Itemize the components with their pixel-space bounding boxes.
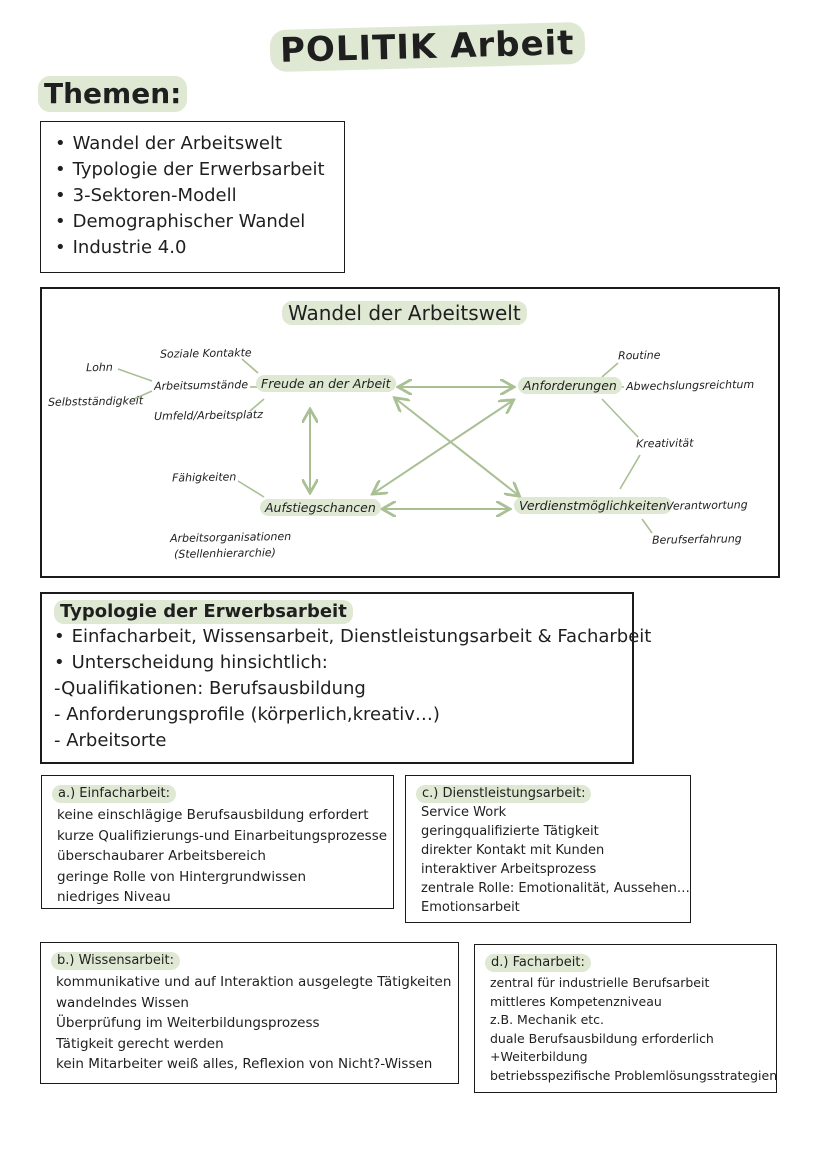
label-umfeld: Umfeld/Arbeitsplatz — [153, 408, 264, 423]
typology-line: - Anforderungsprofile (körperlich,kreati… — [54, 704, 440, 725]
card-item: Überprüfung im Weiterbildungsprozess — [56, 1015, 320, 1031]
label-verantwortung: Verantwortung — [665, 498, 748, 513]
typology-line: Unterscheidung hinsichtlich: — [54, 650, 632, 676]
topics-box: Wandel der Arbeitswelt Typologie der Erw… — [40, 121, 345, 273]
themen-heading: Themen: — [38, 76, 188, 112]
typology-line: - Arbeitsorte — [54, 730, 167, 751]
arrow-anforderungen-aufstieg — [374, 401, 512, 493]
card-title: d.) Facharbeit: — [485, 954, 591, 972]
card-item: geringe Rolle von Hintergrundwissen — [57, 868, 307, 885]
topic-item: Typologie der Erwerbsarbeit — [55, 157, 344, 183]
card-facharbeit: d.) Facharbeit: zentral für industrielle… — [474, 944, 777, 1093]
label-faehigkeiten: Fähigkeiten — [171, 470, 237, 485]
card-list: kommunikative und auf Interaktion ausgel… — [51, 972, 458, 1075]
arrow-freude-verdienst — [396, 399, 518, 495]
node-anforderungen: Anforderungen — [518, 377, 622, 394]
topic-item: Wandel der Arbeitswelt — [55, 131, 344, 157]
label-soziale-kontakte: Soziale Kontakte — [159, 346, 252, 361]
typology-box: Typologie der Erwerbsarbeit Einfacharbei… — [40, 592, 652, 764]
card-einfacharbeit: a.) Einfacharbeit: keine einschlägige Be… — [41, 775, 394, 909]
card-item: mittleres Kompetenzniveau — [490, 993, 662, 1009]
page-title: POLITIK Arbeit — [269, 21, 586, 73]
card-item: direkter Kontakt mit Kunden — [421, 843, 605, 858]
card-item: Tätigkeit gerecht werden — [56, 1035, 224, 1052]
topic-item: Industrie 4.0 — [55, 235, 344, 261]
card-item: kommunikative und auf Interaktion ausgel… — [56, 974, 452, 990]
label-selbststaendigkeit: Selbstständigkeit — [47, 394, 144, 409]
typology-line: Einfacharbeit, Wissensarbeit, Dienstleis… — [54, 624, 652, 650]
topics-list: Wandel der Arbeitswelt Typologie der Erw… — [55, 131, 344, 261]
card-item: kurze Qualifizierungs-und Einarbeitungsp… — [57, 827, 388, 844]
node-aufstieg: Aufstiegschancen — [260, 499, 381, 516]
node-freude: Freude an der Arbeit — [256, 375, 396, 392]
card-item: interaktiver Arbeitsprozess — [421, 862, 597, 877]
label-arbeitsumstaende: Arbeitsumstände — [153, 378, 249, 393]
card-list: zentral für industrielle Berufsarbeit mi… — [485, 974, 778, 1085]
card-item: geringqualifizierte Tätigkeit — [421, 824, 599, 839]
typology-list: Einfacharbeit, Wissensarbeit, Dienstleis… — [54, 624, 652, 754]
label-routine: Routine — [617, 348, 661, 363]
card-item: niedriges Niveau — [57, 889, 171, 905]
label-abwechslungsreichtum: Abwechslungsreichtum — [625, 377, 755, 394]
card-item: kein Mitarbeiter weiß alles, Reflexion v… — [56, 1056, 433, 1072]
typology-line: -Qualifikationen: Berufsausbildung — [54, 678, 366, 699]
label-kreativitaet: Kreativität — [635, 436, 694, 451]
topic-item: 3-Sektoren-Modell — [55, 183, 344, 209]
card-title: b.) Wissensarbeit: — [51, 952, 180, 970]
card-item: z.B. Mechanik etc. — [490, 1012, 605, 1027]
card-item: wandelndes Wissen — [56, 994, 189, 1011]
card-item: Emotionsarbeit — [421, 900, 520, 915]
diagram-title: Wandel der Arbeitswelt — [282, 301, 527, 325]
card-item: duale Berufsausbildung erforderlich — [490, 1030, 714, 1046]
card-title: c.) Dienstleistungsarbeit: — [416, 785, 592, 803]
typology-title: Typologie der Erwerbsarbeit — [54, 600, 353, 624]
card-item: Service Work — [421, 805, 507, 820]
card-item: keine einschlägige Berufsausbildung erfo… — [57, 807, 369, 823]
card-list: keine einschlägige Berufsausbildung erfo… — [52, 805, 393, 908]
label-lohn: Lohn — [85, 360, 113, 375]
card-item: zentral für industrielle Berufsarbeit — [490, 975, 710, 990]
node-verdienst: Verdienstmöglichkeiten — [514, 497, 672, 514]
label-berufserfahrung: Berufserfahrung — [651, 532, 742, 547]
card-list: Service Work geringqualifizierte Tätigke… — [416, 803, 690, 917]
label-stellenhierarchie: (Stellenhierarchie) — [173, 546, 277, 561]
card-item: überschaubarer Arbeitsbereich — [57, 848, 266, 864]
card-item: +Weiterbildung — [490, 1049, 588, 1064]
card-item: zentrale Rolle: Emotionalität, Aussehen… — [421, 881, 690, 896]
card-title: a.) Einfacharbeit: — [52, 785, 176, 803]
label-arbeitsorganisationen: Arbeitsorganisationen — [169, 529, 292, 546]
topic-item: Demographischer Wandel — [55, 209, 344, 235]
card-item: betriebsspezifische Problemlösungsstrate… — [490, 1067, 778, 1083]
wandel-diagram: Wandel der Arbeitswelt Freude an der Arb… — [40, 287, 780, 578]
card-dienstleistungsarbeit: c.) Dienstleistungsarbeit: Service Work … — [405, 775, 691, 923]
card-wissensarbeit: b.) Wissensarbeit: kommunikative und auf… — [40, 942, 459, 1084]
